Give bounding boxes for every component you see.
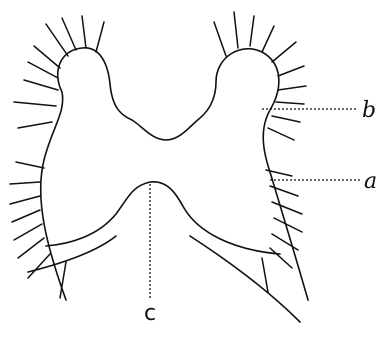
lower-arch-outline xyxy=(46,182,280,254)
label-b: b xyxy=(362,98,376,123)
upper-outline xyxy=(41,48,308,300)
right-side-branches xyxy=(262,170,302,292)
left-lobe-branches xyxy=(14,16,104,128)
label-a: a xyxy=(364,169,377,194)
right-lobe-branches xyxy=(214,12,306,140)
label-c: c xyxy=(144,301,156,326)
